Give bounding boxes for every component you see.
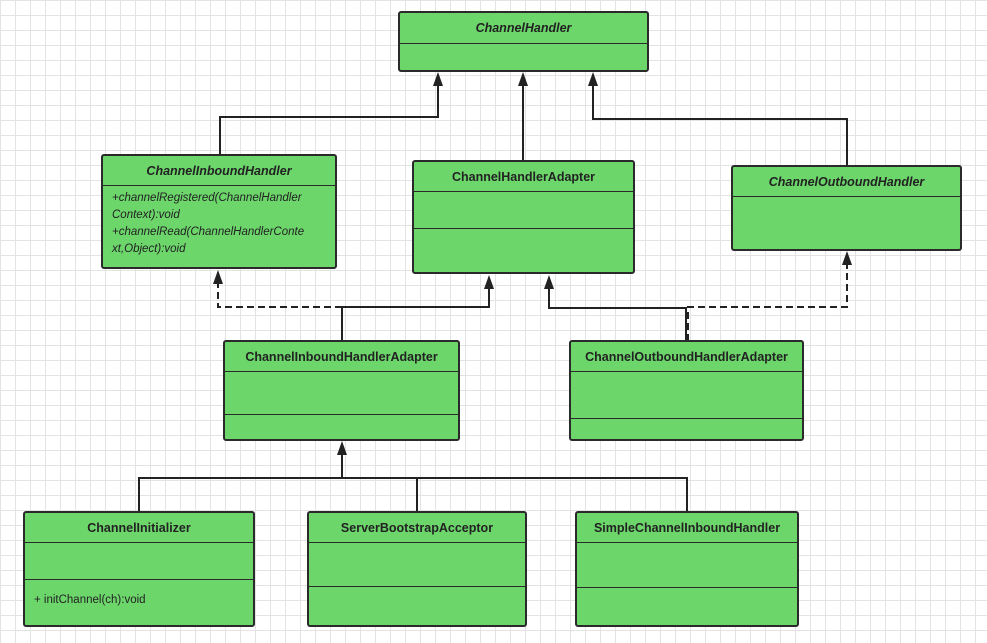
connector-simple-inbound-handler-to-inbound-adapter — [342, 477, 688, 512]
arrowhead-icon — [518, 72, 528, 86]
method-line: Context):void — [112, 209, 180, 221]
methods-section: + initChannel(ch):void — [25, 580, 253, 609]
class-channel-inbound-handler-adapter[interactable]: ChannelInboundHandlerAdapter — [223, 340, 460, 441]
methods-section: +channelRegistered(ChannelHandler Contex… — [103, 186, 335, 258]
class-name: ChannelHandler — [400, 13, 647, 44]
class-channel-inbound-handler[interactable]: ChannelInboundHandler +channelRegistered… — [101, 154, 337, 269]
connector-outbound-adapter-extends-handler-adapter — [548, 283, 687, 341]
connector-initializer-to-inbound-adapter — [138, 450, 343, 512]
connector-inbound-handler-to-channel-handler — [219, 80, 439, 155]
arrowhead-icon — [588, 72, 598, 86]
class-name: ChannelInitializer — [25, 513, 253, 543]
arrowhead-icon — [544, 275, 554, 289]
class-name: ChannelInboundHandler — [103, 156, 335, 186]
connector-outbound-adapter-realizes-outbound-handler — [687, 259, 848, 341]
methods-section — [577, 588, 797, 625]
attributes-section — [571, 372, 802, 419]
class-channel-outbound-handler-adapter[interactable]: ChannelOutboundHandlerAdapter — [569, 340, 804, 441]
class-channel-handler-adapter[interactable]: ChannelHandlerAdapter — [412, 160, 635, 274]
methods-section — [225, 415, 458, 439]
class-simple-channel-inbound-handler[interactable]: SimpleChannelInboundHandler — [575, 511, 799, 627]
class-channel-outbound-handler[interactable]: ChannelOutboundHandler — [731, 165, 962, 251]
arrowhead-icon — [842, 251, 852, 265]
attributes-section — [577, 543, 797, 588]
class-name: ChannelOutboundHandlerAdapter — [571, 342, 802, 372]
class-channel-handler[interactable]: ChannelHandler — [398, 11, 649, 72]
attributes-section — [414, 192, 633, 229]
class-channel-initializer[interactable]: ChannelInitializer + initChannel(ch):voi… — [23, 511, 255, 627]
class-name: ServerBootstrapAcceptor — [309, 513, 525, 543]
connector-outbound-handler-to-channel-handler — [592, 80, 848, 166]
method-line: +channelRegistered(ChannelHandler — [112, 192, 302, 204]
method-line: +channelRead(ChannelHandlerConte — [112, 226, 305, 238]
methods-section — [309, 587, 525, 625]
class-server-bootstrap-acceptor[interactable]: ServerBootstrapAcceptor — [307, 511, 527, 627]
class-name: SimpleChannelInboundHandler — [577, 513, 797, 543]
class-name: ChannelHandlerAdapter — [414, 162, 633, 192]
class-name: ChannelInboundHandlerAdapter — [225, 342, 458, 372]
arrowhead-icon — [213, 270, 223, 284]
attributes-section — [25, 543, 253, 580]
attributes-section — [733, 197, 960, 249]
attributes-section — [309, 543, 525, 587]
method-line: xt,Object):void — [112, 243, 186, 255]
connector-inbound-adapter-extends-handler-adapter — [341, 283, 490, 341]
connector-inbound-adapter-realizes-inbound-handler — [217, 278, 342, 308]
methods-section — [414, 229, 633, 270]
attributes-section — [225, 372, 458, 415]
methods-section — [571, 419, 802, 439]
attributes-section — [400, 44, 647, 70]
method-line: + initChannel(ch):void — [34, 594, 146, 606]
arrowhead-icon — [484, 275, 494, 289]
arrowhead-icon — [337, 441, 347, 455]
arrowhead-icon — [433, 72, 443, 86]
class-name: ChannelOutboundHandler — [733, 167, 960, 197]
